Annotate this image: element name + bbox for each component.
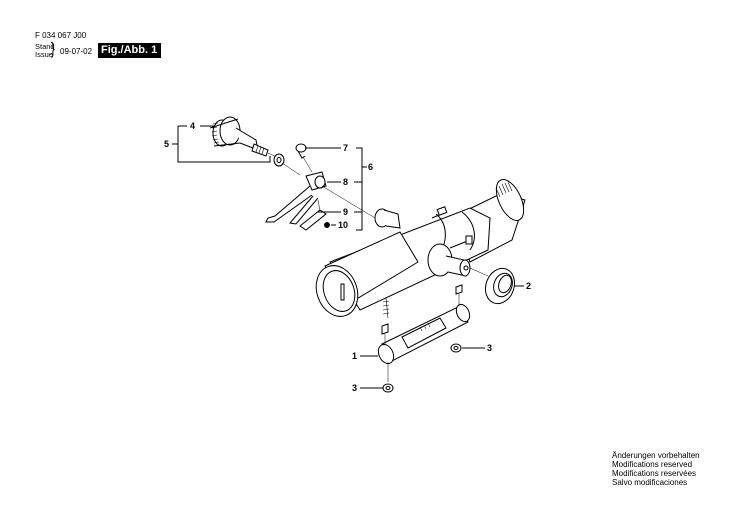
callout-3-right: 3 (487, 343, 492, 353)
part-3-nut-left (382, 383, 394, 393)
callout-10: 10 (338, 220, 348, 230)
part-8-bracket (265, 171, 376, 225)
callout-6: 6 (368, 162, 373, 172)
part-4-knob (209, 116, 278, 158)
callout-7: 7 (343, 143, 348, 153)
callout-8: 8 (343, 177, 348, 187)
part-2-eyepiece-ring (484, 267, 516, 305)
notice-line-fr: Modifications reservées (612, 469, 697, 478)
stand-issue-label: Stand Issue (35, 43, 55, 59)
issue-label: Issue (35, 50, 53, 59)
part-3-nut-right (450, 343, 462, 353)
callout-3-left: 3 (352, 383, 357, 393)
issue-date: 09-07-02 (60, 47, 93, 56)
callout-9: 9 (343, 207, 348, 217)
part-10-screw (324, 222, 330, 228)
callout-2: 2 (526, 281, 531, 291)
notice-line-es: Salvo modificaciones (612, 478, 688, 487)
brace-symbol: } (50, 39, 55, 58)
telescope-body (315, 179, 526, 319)
callout-4: 4 (190, 121, 195, 131)
washer (273, 153, 301, 176)
part-number: F 034 067 J00 (35, 31, 87, 40)
modifications-notice: Änderungen vorbehalten Modifications res… (612, 451, 700, 487)
callout-5: 5 (164, 139, 169, 149)
notice-line-de: Änderungen vorbehalten (612, 451, 700, 460)
part-1-spirit-level (377, 284, 471, 382)
part-9-plate (299, 199, 327, 231)
notice-line-en: Modifications reserved (612, 460, 693, 469)
stand-label: Stand (35, 42, 55, 51)
leader-lines (172, 125, 524, 389)
callout-1: 1 (352, 351, 357, 361)
figure-label: Fig./Abb. 1 (98, 43, 162, 58)
